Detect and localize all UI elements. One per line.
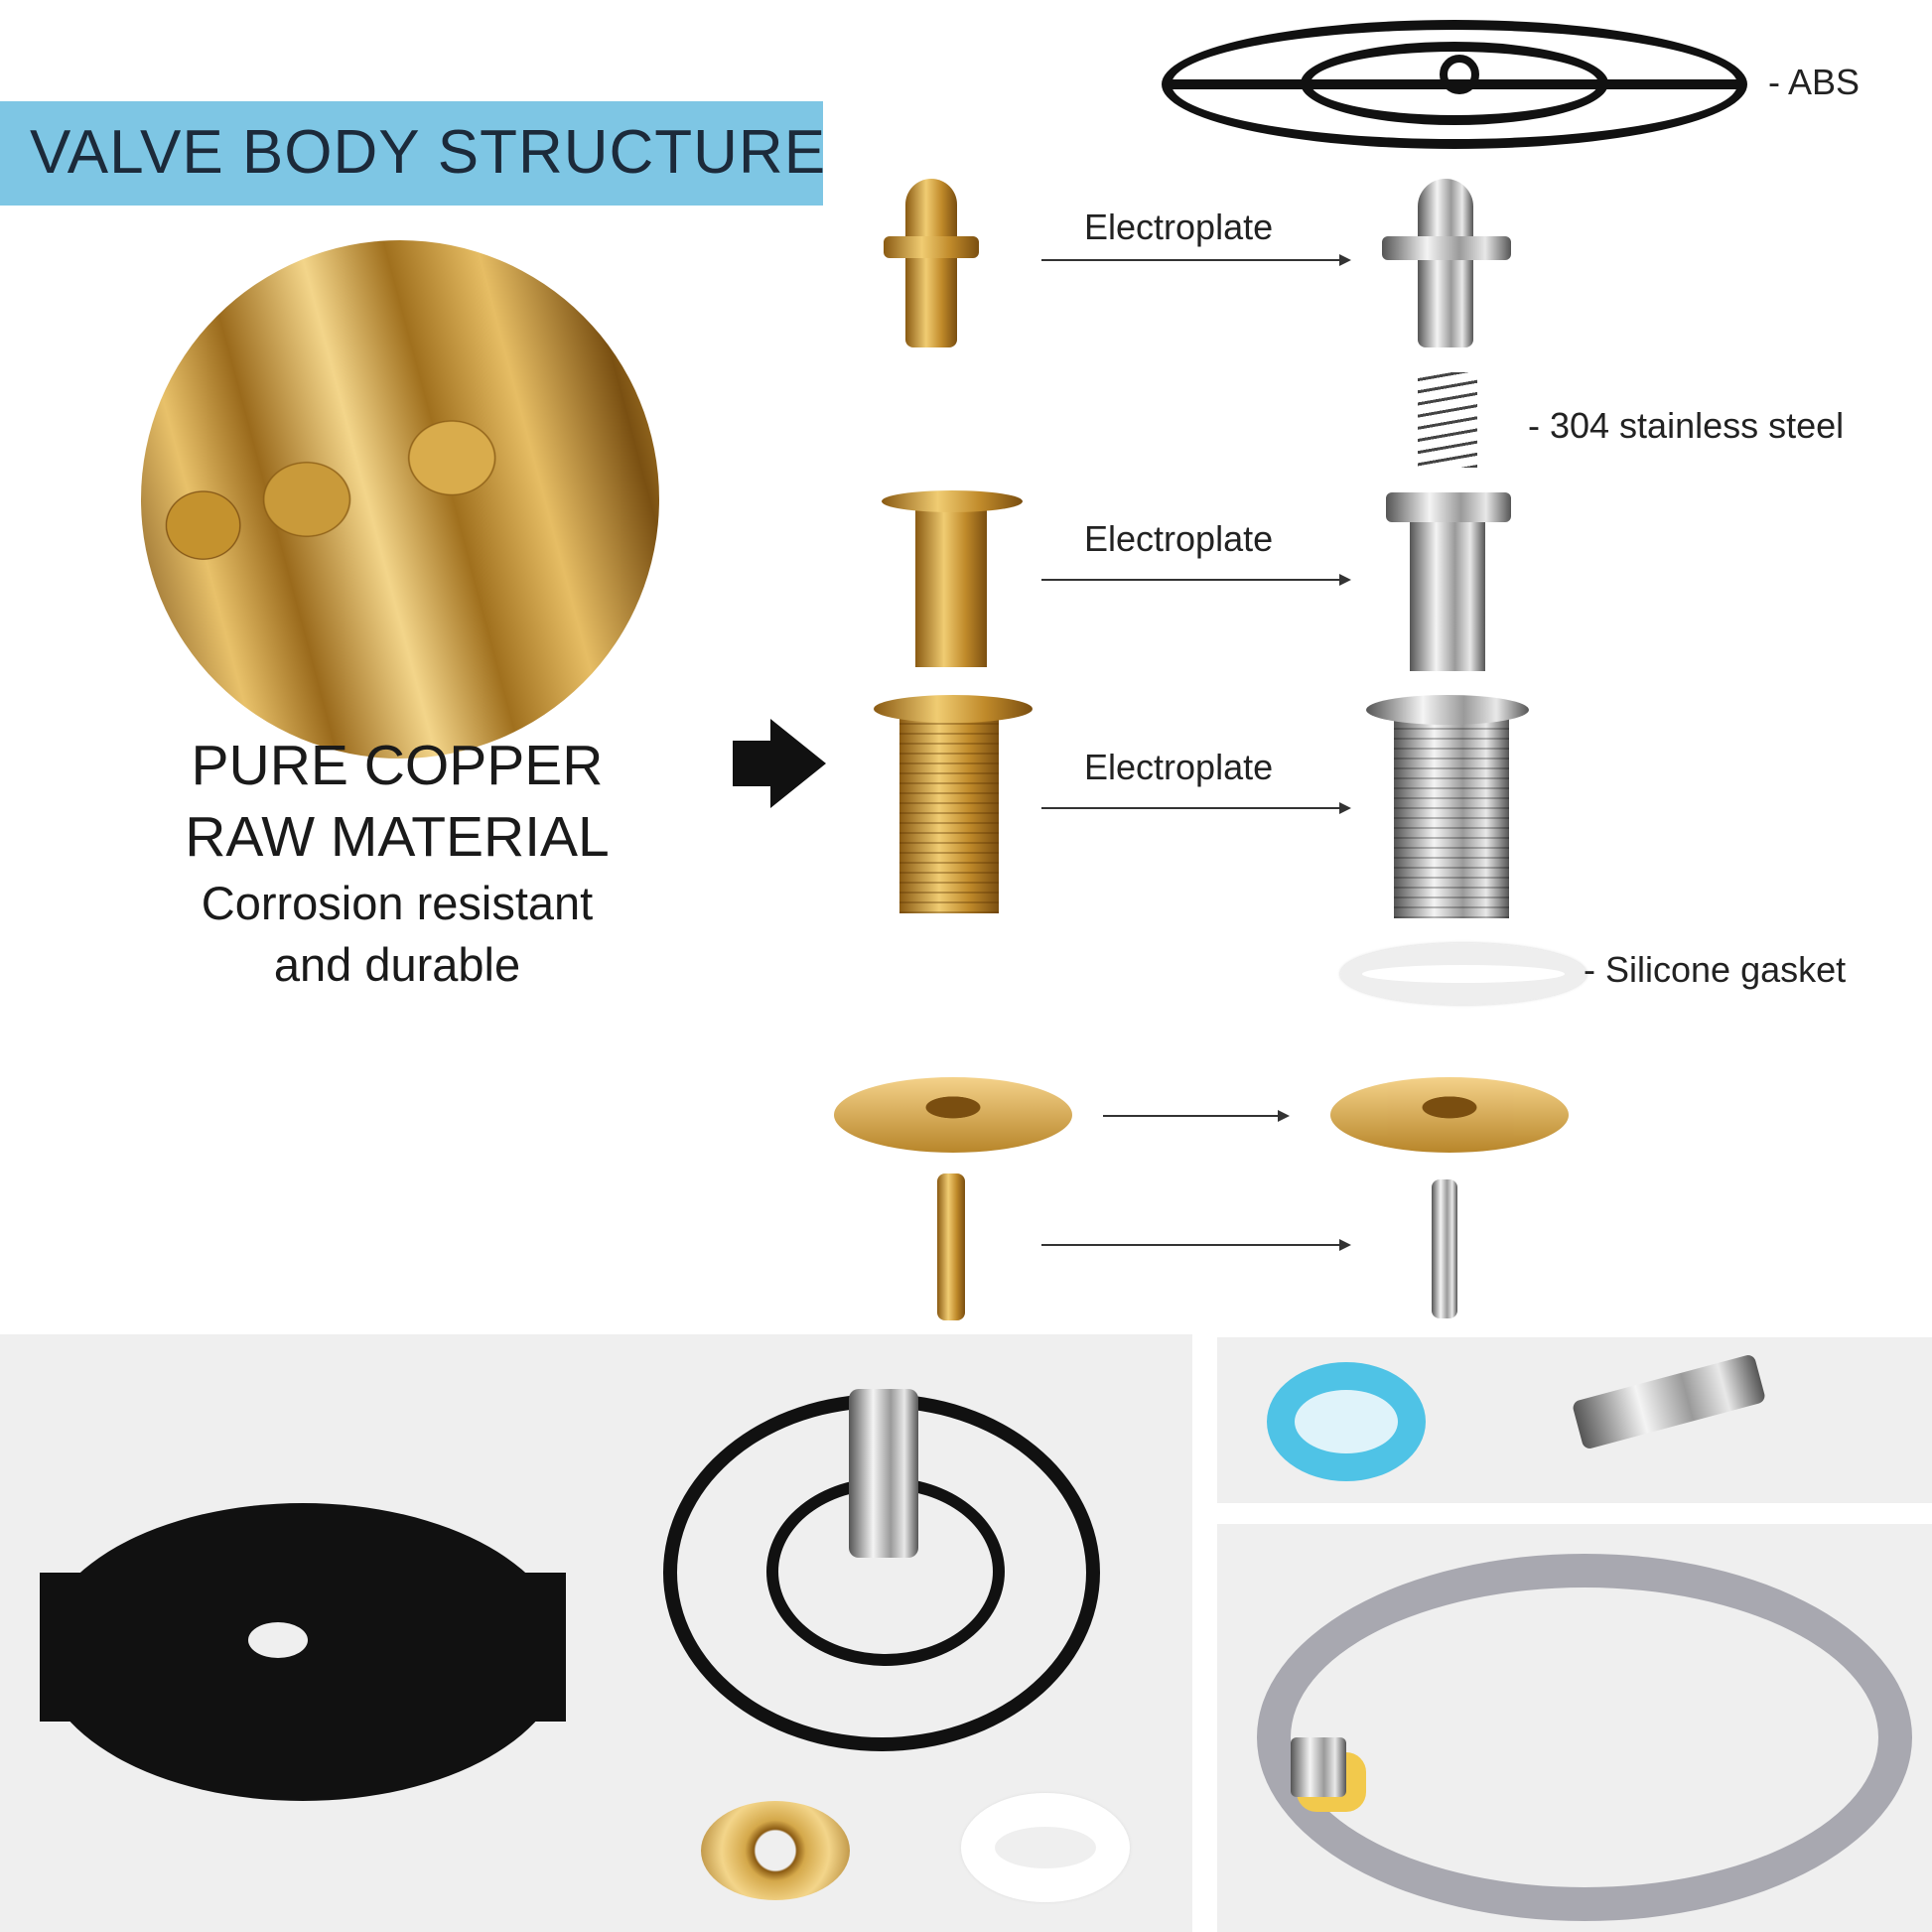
brass-sleeve-flange bbox=[882, 490, 1023, 512]
material-line3: Corrosion resistant bbox=[201, 877, 594, 929]
material-line1: PURE COPPER bbox=[191, 734, 604, 797]
tee-valve-image bbox=[1571, 1353, 1767, 1450]
process-arrow-2 bbox=[1041, 574, 1351, 586]
callout-gasket: - Silicone gasket bbox=[1584, 949, 1847, 990]
brass-washer-image-2 bbox=[1330, 1077, 1569, 1153]
spring-image bbox=[1418, 372, 1477, 468]
silicone-gasket-image bbox=[1340, 943, 1587, 1005]
abs-handwheel-image bbox=[1162, 20, 1747, 149]
process-arrow-3 bbox=[1041, 802, 1351, 814]
banner-title: VALVE BODY STRUCTURE bbox=[30, 118, 827, 187]
title-banner: VALVE BODY STRUCTURE bbox=[0, 101, 827, 206]
process-label-2: Electroplate bbox=[1084, 518, 1274, 559]
brass-spindle-flange bbox=[884, 236, 979, 258]
brass-washer-image bbox=[834, 1077, 1072, 1153]
process-label-3: Electroplate bbox=[1084, 747, 1274, 787]
copper-rods-image bbox=[141, 240, 659, 759]
material-line4: and durable bbox=[273, 938, 521, 991]
assembly-spindle bbox=[849, 1389, 918, 1558]
ptfe-tape-image bbox=[1267, 1362, 1426, 1481]
hose-nut bbox=[1291, 1737, 1346, 1797]
material-line2: RAW MATERIAL bbox=[185, 805, 610, 869]
fittings-panel bbox=[1217, 1337, 1932, 1503]
braided-hose-image bbox=[1257, 1554, 1912, 1921]
brass-sleeve-image bbox=[915, 496, 987, 667]
chrome-threaded-pipe-image bbox=[1394, 710, 1509, 918]
brass-threaded-pipe-image bbox=[899, 705, 999, 913]
hose-panel bbox=[1217, 1524, 1932, 1932]
brass-pipe-flange bbox=[874, 695, 1033, 723]
chrome-pipe-flange bbox=[1366, 695, 1529, 725]
process-arrow-4 bbox=[1103, 1110, 1290, 1122]
black-base-hole bbox=[248, 1622, 308, 1658]
chrome-sleeve-flange bbox=[1386, 492, 1511, 522]
chrome-pin-image bbox=[1432, 1179, 1457, 1318]
brass-nut-washer-image bbox=[701, 1801, 850, 1900]
brass-spindle-image bbox=[905, 179, 957, 347]
process-arrow-5 bbox=[1041, 1239, 1351, 1251]
chrome-spindle-image bbox=[1418, 179, 1473, 347]
callout-spring: - 304 stainless steel bbox=[1528, 405, 1845, 446]
chrome-sleeve-image bbox=[1410, 506, 1485, 671]
process-arrow-1 bbox=[1041, 254, 1351, 266]
accessories-panel bbox=[0, 1334, 1192, 1932]
callout-abs: - ABS bbox=[1768, 62, 1861, 102]
process-label-1: Electroplate bbox=[1084, 207, 1274, 247]
chrome-spindle-flange bbox=[1382, 236, 1511, 260]
brass-pin-image bbox=[937, 1173, 965, 1320]
white-washer-image bbox=[961, 1793, 1130, 1902]
